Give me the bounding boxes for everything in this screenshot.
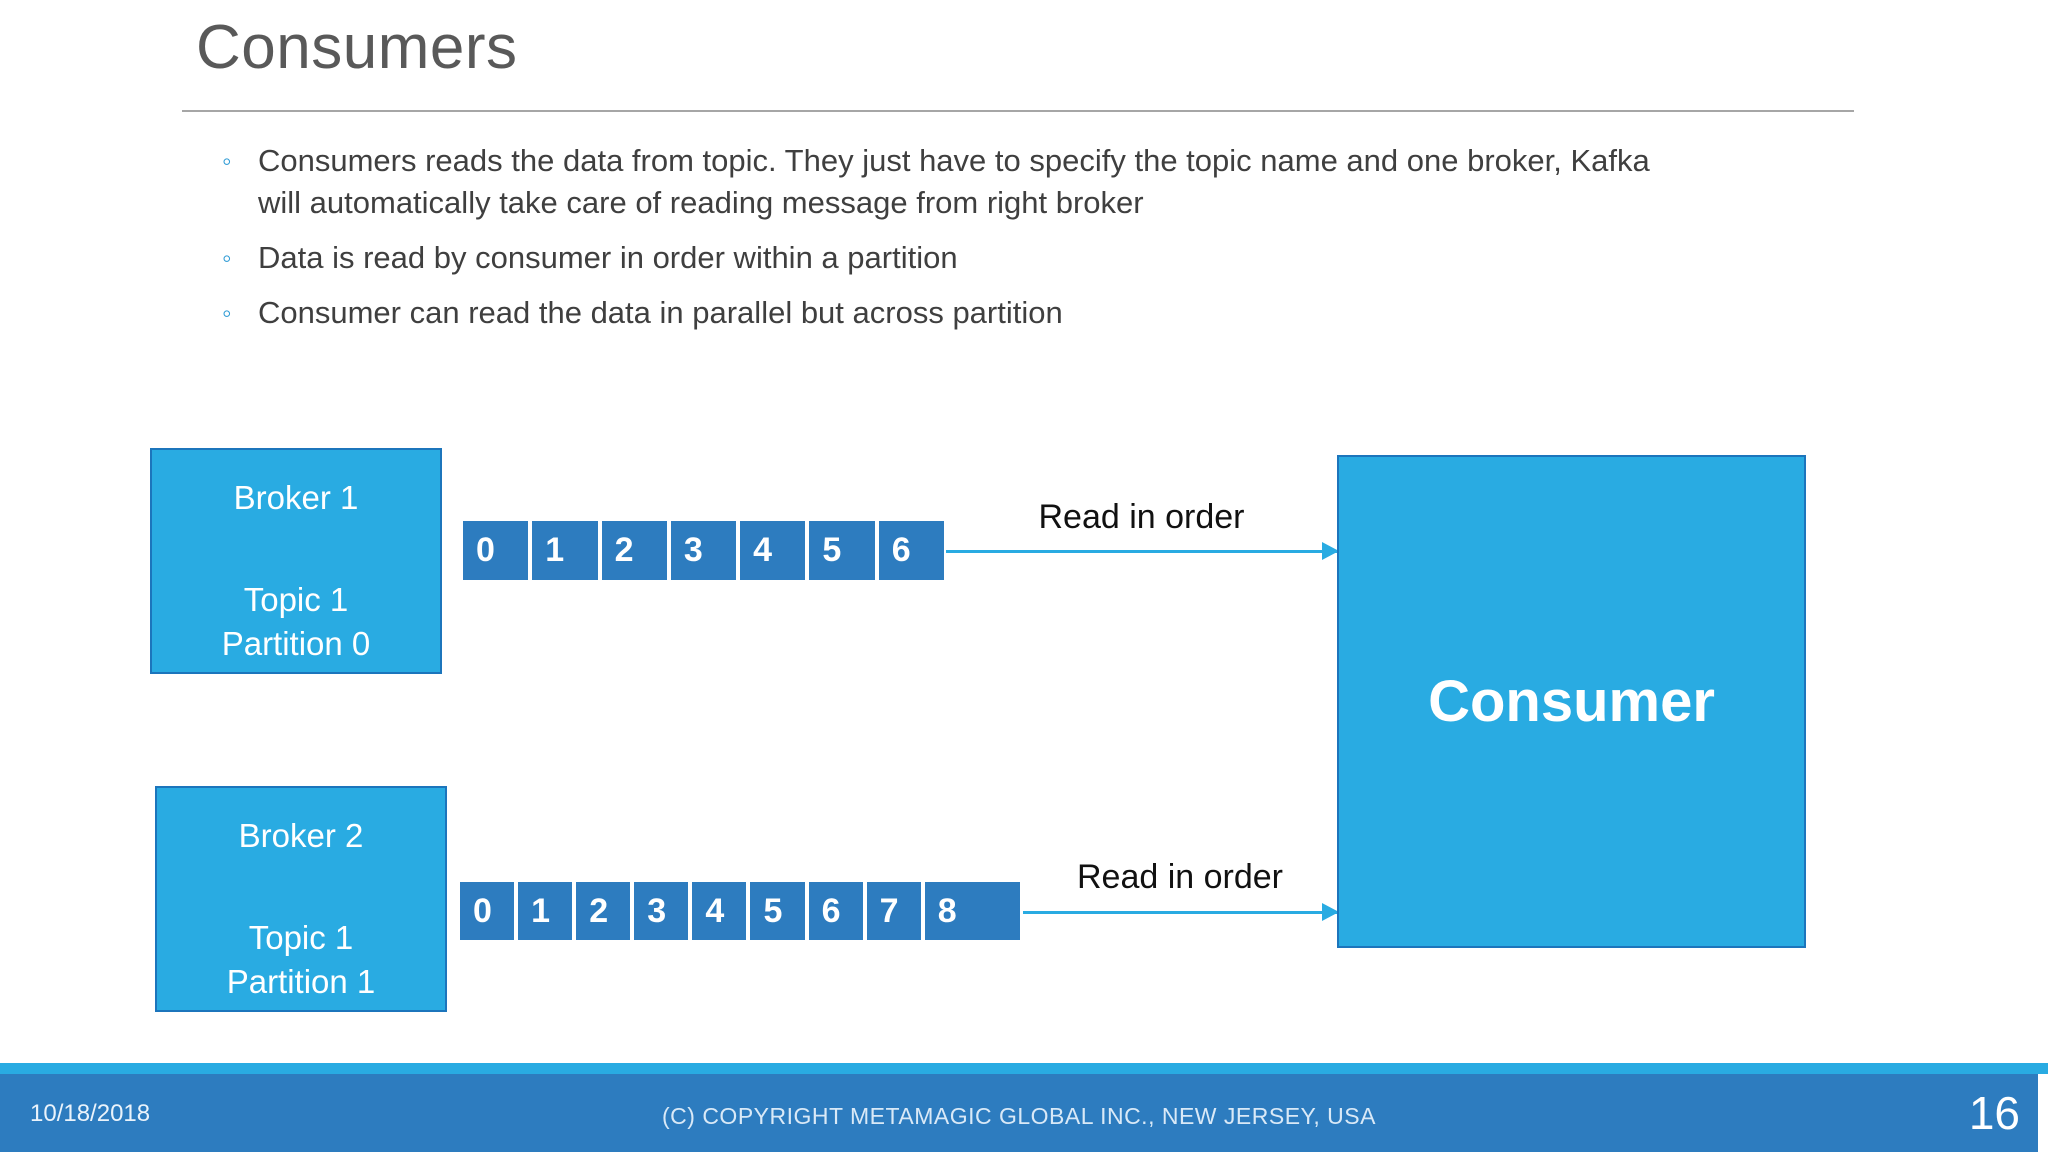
bullet-line: Data is read by consumer in order within…	[258, 240, 958, 275]
footer-bar: 10/18/2018 (C) COPYRIGHT METAMAGIC GLOBA…	[0, 1074, 2038, 1152]
broker-1-name: Broker 1	[233, 479, 359, 516]
page-number: 16	[1968, 1087, 2020, 1139]
bullet-list: ◦ Consumers reads the data from topic. T…	[222, 140, 1862, 347]
bullet-item: ◦ Data is read by consumer in order with…	[222, 237, 1862, 279]
bullet-item: ◦ Consumers reads the data from topic. T…	[222, 140, 1862, 224]
consumer-box: Consumer	[1337, 455, 1806, 948]
bullet-line: will automatically take care of reading …	[258, 185, 1144, 220]
bullet-text: Consumers reads the data from topic. The…	[258, 140, 1650, 224]
offset-cell: 8	[924, 882, 1020, 940]
offset-cell: 1	[518, 882, 573, 940]
bullet-item: ◦ Consumer can read the data in parallel…	[222, 292, 1862, 334]
broker-1-partition: Partition 0	[221, 625, 371, 662]
bullet-icon: ◦	[222, 298, 232, 328]
offset-cell: 3	[670, 521, 737, 580]
offset-cell: 1	[532, 521, 598, 580]
broker-2-box: Broker 2 Topic 1 Partition 1	[155, 786, 447, 1012]
bullet-line: Consumer can read the data in parallel b…	[258, 295, 1063, 330]
footer-date: 10/18/2018	[30, 1100, 151, 1127]
bullet-icon: ◦	[222, 146, 232, 176]
footer-copyright: (C) COPYRIGHT METAMAGIC GLOBAL INC., NEW…	[662, 1103, 1376, 1129]
bullet-text: Consumer can read the data in parallel b…	[258, 292, 1063, 334]
offset-cell: 3	[634, 882, 689, 940]
read-in-order-label-1: Read in order	[1038, 498, 1245, 536]
arrowhead-icon	[1322, 903, 1339, 921]
offset-cell: 4	[692, 882, 747, 940]
bullet-text: Data is read by consumer in order within…	[258, 237, 958, 279]
offset-cell: 2	[601, 521, 667, 580]
broker-2-name: Broker 2	[238, 817, 364, 854]
footer-accent-strip	[0, 1063, 2048, 1074]
offset-cell: 5	[750, 882, 805, 940]
offset-cell: 5	[809, 521, 875, 580]
offset-cell: 6	[878, 521, 944, 580]
slide-title: Consumers	[196, 13, 518, 82]
consumer-label: Consumer	[1428, 669, 1715, 734]
broker-2-partition: Partition 1	[226, 963, 376, 1000]
read-arrow-2	[1023, 903, 1339, 921]
offset-cell: 6	[808, 882, 863, 940]
read-in-order-label-2: Read in order	[1076, 858, 1283, 896]
broker-2-topic: Topic 1	[248, 919, 354, 956]
bullet-line: Consumers reads the data from topic. The…	[258, 143, 1650, 178]
arrowhead-icon	[1322, 542, 1339, 560]
offset-cell: 0	[460, 882, 515, 940]
offset-cell: 4	[740, 521, 806, 580]
title-divider	[182, 110, 1854, 112]
offset-cell: 0	[463, 521, 529, 580]
bullet-icon: ◦	[222, 243, 232, 273]
broker-1-box: Broker 1 Topic 1 Partition 0	[150, 448, 442, 674]
offset-cell: 2	[576, 882, 631, 940]
read-arrow-1	[946, 542, 1339, 560]
broker-1-topic: Topic 1	[243, 581, 349, 618]
offset-cell: 7	[866, 882, 921, 940]
